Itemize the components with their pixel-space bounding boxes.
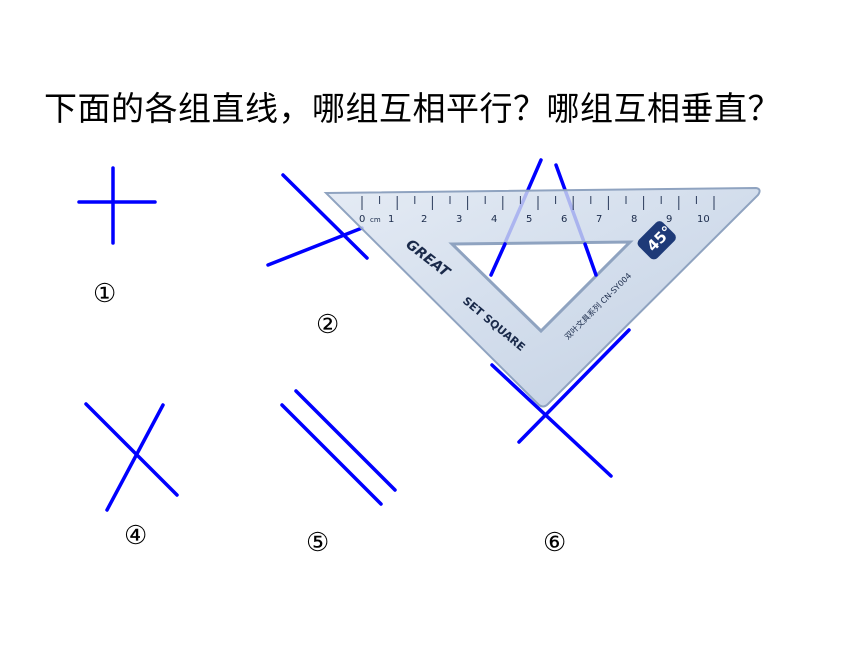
- ruler-tick-3: 3: [456, 214, 462, 225]
- ruler-numbers: 0 cm 1 2 3 4 5 6 7 8 9 10: [359, 214, 710, 225]
- group-6-label: ⑥: [543, 528, 566, 558]
- ruler-tick-4: 4: [491, 214, 497, 225]
- group-5-line-b: [280, 403, 383, 506]
- group-4-line-a: [84, 402, 179, 497]
- ruler-tick-6: 6: [561, 214, 567, 225]
- ruler-tick-10: 10: [697, 214, 710, 225]
- ruler-tick-2: 2: [421, 214, 427, 225]
- ruler-tick-8: 8: [631, 214, 637, 225]
- group-4: ④: [84, 402, 179, 551]
- group-2: ②: [266, 173, 369, 340]
- ruler-tick-5: 5: [526, 214, 532, 225]
- group-6-line-a: [517, 328, 631, 444]
- group-4-line-b: [105, 403, 165, 512]
- group-2-line-b: [266, 226, 364, 267]
- ruler-tick-9: 9: [666, 214, 672, 225]
- group-1: ①: [77, 166, 157, 309]
- group-5: ⑤: [280, 389, 397, 558]
- group-4-label: ④: [124, 521, 147, 551]
- ruler-tick-0: 0: [359, 214, 365, 225]
- group-3-line-b-visible: [583, 242, 598, 277]
- ruler-unit: cm: [370, 216, 381, 224]
- ruler-ticks: [361, 196, 715, 210]
- question-text: 下面的各组直线，哪组互相平行？哪组互相垂直？: [44, 89, 781, 128]
- group-2-label: ②: [316, 310, 339, 340]
- ruler-tick-7: 7: [596, 214, 602, 225]
- group-1-label: ①: [93, 279, 116, 309]
- group-2-line-a: [281, 173, 369, 260]
- group-5-label: ⑤: [306, 528, 329, 558]
- group-6: ⑥: [490, 328, 631, 558]
- ruler-tick-1: 1: [388, 214, 394, 225]
- set-square[interactable]: 0 cm 1 2 3 4 5 6 7 8 9 10 GREAT SET SQUA…: [323, 186, 761, 408]
- group-5-line-a: [294, 389, 397, 492]
- group-3-line-a-visible: [489, 242, 507, 277]
- group-6-line-b: [490, 363, 613, 478]
